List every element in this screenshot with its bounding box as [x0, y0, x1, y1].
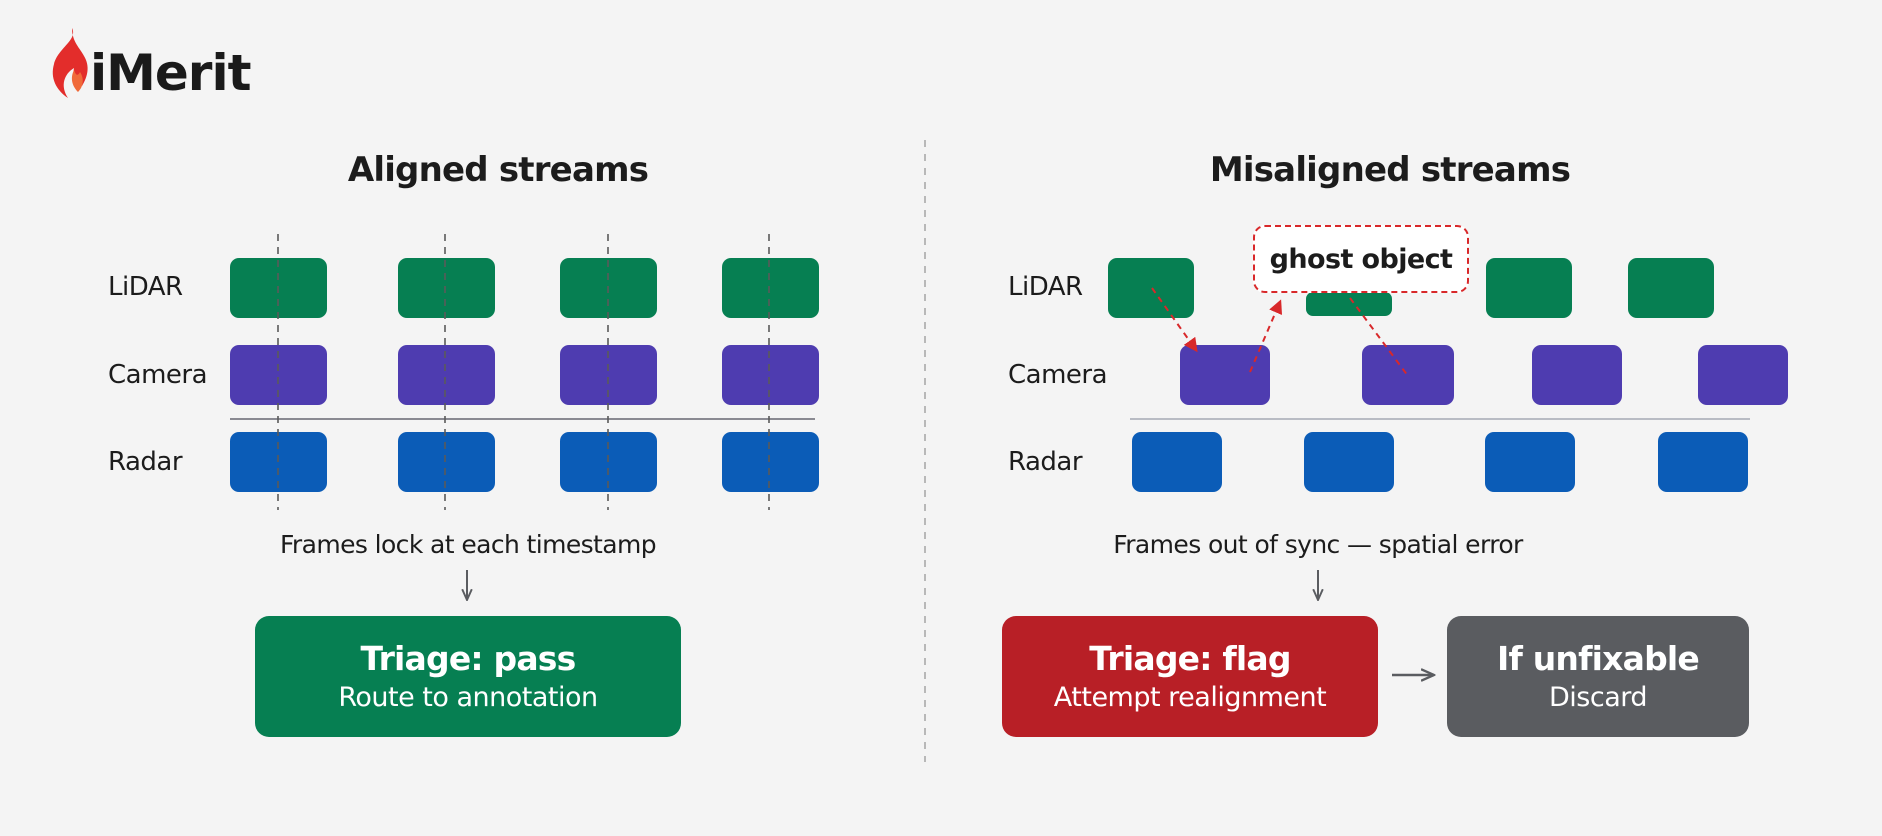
ghost-arrow-callout-to-camera	[1349, 297, 1409, 377]
left-camera-frame-1	[230, 345, 327, 405]
ghost-arrow-to-callout	[1249, 299, 1283, 373]
discard-box: If unfixable Discard	[1447, 616, 1749, 737]
right-camera-frame-2	[1362, 345, 1454, 405]
aligned-panel-title: Aligned streams	[347, 150, 649, 190]
misaligned-panel-title: Misaligned streams	[1209, 150, 1571, 190]
right-radar-frame-4	[1658, 432, 1748, 492]
misaligned-caption: Frames out of sync — spatial error	[1113, 530, 1523, 559]
discard-title: If unfixable	[1496, 638, 1700, 678]
brand-logo-text: iMerit	[90, 44, 252, 102]
left-camera-frame-2	[398, 345, 495, 405]
right-lidar-frame-4	[1628, 258, 1714, 318]
right-lidar-frame-3	[1486, 258, 1572, 318]
right-camera-frame-4	[1698, 345, 1788, 405]
right-camera-frame-3	[1532, 345, 1622, 405]
left-row-label-camera: Camera	[108, 360, 208, 390]
left-camera-frame-4	[722, 345, 819, 405]
triage-flag-subtitle: Attempt realignment	[1053, 681, 1327, 713]
left-radar-frame-2	[398, 432, 495, 492]
right-lidar-frame-1	[1108, 258, 1194, 318]
right-row-label-lidar: LiDAR	[1008, 272, 1083, 302]
discard-subtitle: Discard	[1548, 681, 1648, 713]
triage-pass-title: Triage: pass	[360, 638, 576, 678]
left-lidar-frame-4	[722, 258, 819, 318]
right-radar-frame-2	[1304, 432, 1394, 492]
left-lidar-frame-2	[398, 258, 495, 318]
aligned-caption: Frames lock at each timestamp	[279, 530, 657, 559]
left-camera-frame-3	[560, 345, 657, 405]
triage-flag-box: Triage: flag Attempt realignment	[1002, 616, 1378, 737]
right-radar-frame-3	[1485, 432, 1575, 492]
right-row-label-radar: Radar	[1008, 447, 1083, 477]
right-radar-frame-1	[1132, 432, 1222, 492]
triage-pass-box: Triage: pass Route to annotation	[255, 616, 681, 737]
right-row-label-camera: Camera	[1008, 360, 1108, 390]
left-row-label-radar: Radar	[108, 447, 183, 477]
ghost-object-callout: ghost object	[1253, 225, 1469, 293]
left-row-label-lidar: LiDAR	[108, 272, 183, 302]
triage-flag-title: Triage: flag	[1089, 638, 1291, 678]
ghost-arrow-lidar-to-camera	[1151, 287, 1198, 353]
right-lidar-frame-2-partial	[1306, 292, 1392, 316]
left-radar-frame-4	[722, 432, 819, 492]
right-camera-frame-1	[1180, 345, 1270, 405]
triage-pass-subtitle: Route to annotation	[338, 681, 598, 713]
flame-icon	[44, 26, 94, 104]
